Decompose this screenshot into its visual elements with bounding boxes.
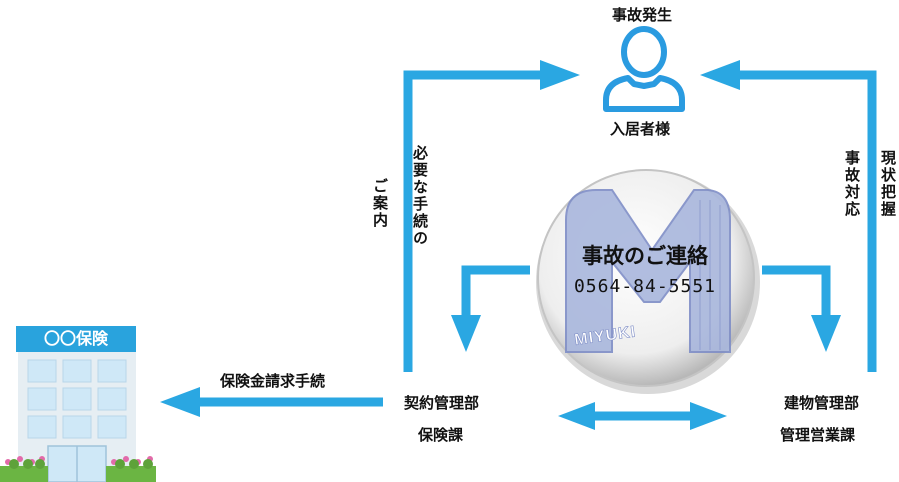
building-dept-section: 管理営業課	[780, 426, 856, 444]
left-flow-line1: ご案内	[371, 178, 389, 229]
arrow-dept-link-left-head	[558, 402, 595, 430]
arrow-center-to-contract-head	[451, 315, 481, 352]
arrow-building-to-resident-head	[700, 60, 740, 90]
insurance-company-name: 〇〇保険	[43, 329, 108, 348]
arrow-center-to-building-head	[811, 315, 841, 352]
right-flow-line2: 事故対応	[843, 150, 861, 218]
arrow-contract-to-resident	[403, 70, 545, 372]
company-logo: MIYUKI	[536, 169, 760, 394]
resident-label: 入居者様	[610, 120, 671, 138]
contract-dept-section: 保険課	[418, 426, 464, 444]
building-dept-name: 建物管理部	[784, 394, 860, 412]
right-flow-line1: 現状把握	[879, 150, 897, 218]
person-icon	[603, 26, 685, 112]
arrow-dept-link-right-head	[690, 402, 727, 430]
arrow-center-to-contract	[461, 265, 530, 315]
arrow-building-to-resident	[735, 70, 877, 372]
event-label: 事故発生	[612, 6, 673, 24]
contact-phone: 0564-84-5551	[573, 276, 717, 297]
building-icon	[0, 326, 156, 482]
contract-dept-name: 契約管理部	[404, 394, 480, 412]
left-flow-line2: 必要な手続の	[411, 145, 429, 247]
arrow-contract-to-resident-head	[540, 60, 580, 90]
arrow-center-to-building	[762, 265, 831, 315]
arrow-insurance-claim-head	[160, 387, 200, 417]
insurance-claim-label: 保険金請求手続	[220, 372, 326, 390]
contact-title: 事故のご連絡	[582, 244, 708, 268]
